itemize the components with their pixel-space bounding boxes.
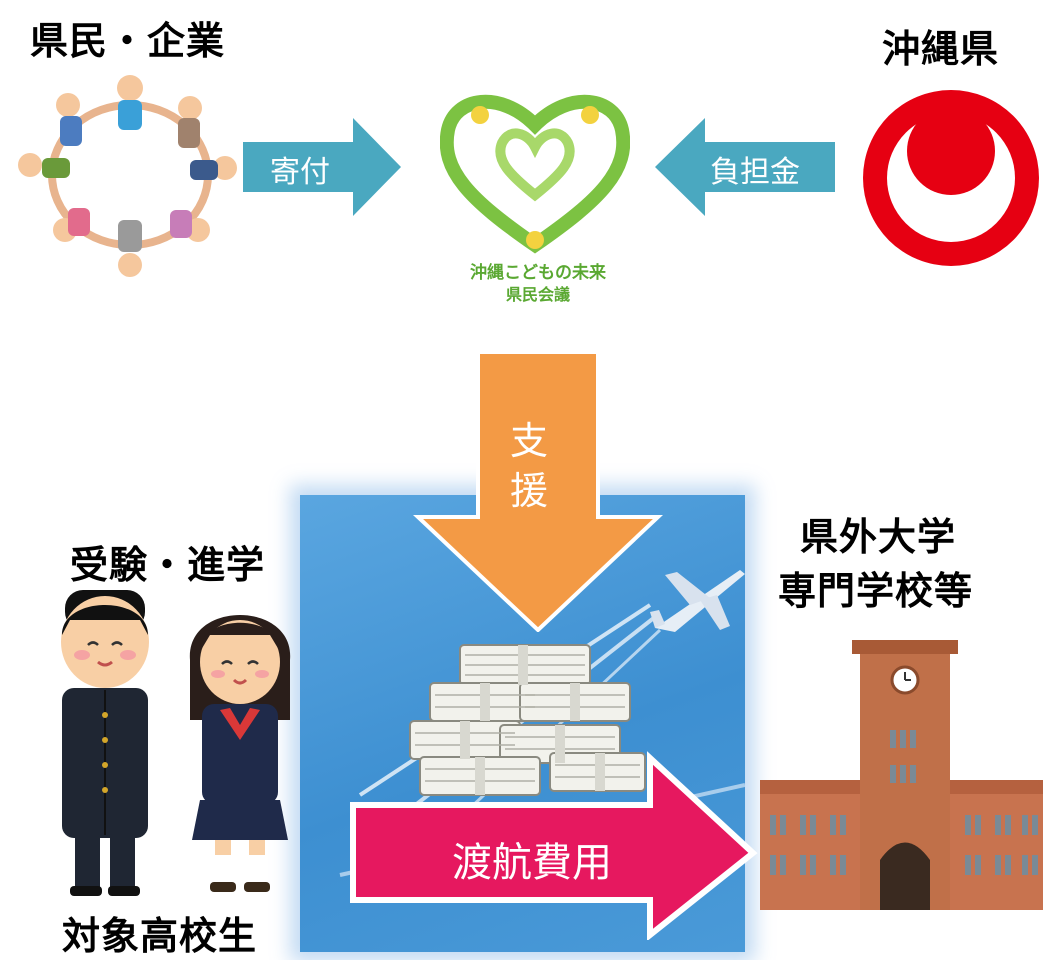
travel-expense-arrow (350, 751, 758, 940)
donation-label: 寄付 (270, 155, 330, 190)
burden-label: 負担金 (710, 155, 800, 190)
logo-title: 沖縄こどもの未来 (470, 263, 606, 283)
support-label-1: 支 (510, 419, 549, 463)
exam-label: 受験・進学 (70, 543, 266, 587)
logo-subtitle: 県民会議 (505, 285, 570, 304)
citizens-label: 県民・企業 (30, 19, 226, 63)
airplane-icon (650, 570, 745, 632)
okinawa-emblem-icon (863, 90, 1039, 266)
students-label: 対象高校生 (62, 914, 258, 958)
donation-arrow (243, 118, 401, 216)
boy-student-illustration (61, 590, 149, 896)
burden-arrow (655, 118, 835, 216)
heart-logo-icon (440, 94, 630, 254)
girl-student-illustration (189, 615, 291, 892)
people-circle-illustration (18, 75, 237, 277)
prefecture-label: 沖縄県 (882, 27, 1000, 71)
support-arrow (413, 352, 663, 632)
money-stack-icon (409, 644, 646, 796)
universities-label-line2: 専門学校等 (778, 569, 974, 613)
university-building-illustration (760, 640, 1043, 910)
support-label-2: 援 (510, 469, 549, 513)
universities-label-line1: 県外大学 (800, 515, 957, 559)
travel-expense-label: 渡航費用 (452, 840, 612, 886)
